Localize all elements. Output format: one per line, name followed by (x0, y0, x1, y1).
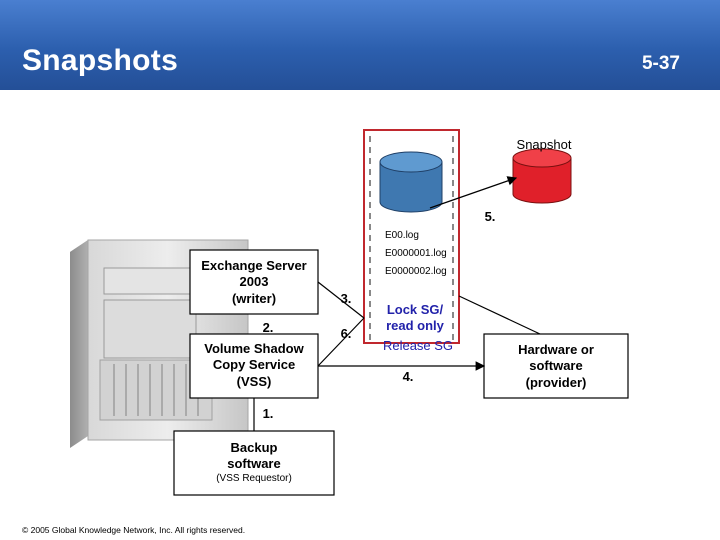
provider-box (483, 333, 629, 399)
release-sg-label: Release SG (382, 338, 454, 353)
exchange-server-line-3: (writer) (231, 290, 277, 306)
vss-line-1: Volume Shadow (204, 341, 304, 356)
backup-line-3: (VSS Requestor) (216, 472, 292, 484)
provider-line-1: Hardware or (518, 342, 594, 357)
vss-line-2: Copy Service (212, 357, 296, 373)
provider-label: Hardware or software (provider) (484, 342, 628, 391)
slide-title: Snapshots (22, 44, 179, 77)
provider-line-2: software (529, 358, 583, 374)
title-bar: Snapshots 5-37 (0, 0, 720, 90)
lock-sg-line-2: read only (386, 318, 444, 334)
database-cylinder-icon (379, 151, 443, 213)
exchange-server-label: Exchange Server 2003 (writer) (190, 258, 318, 307)
backup-software-box (173, 430, 335, 496)
provider-line-3: (provider) (525, 374, 587, 390)
backup-line-2: software (227, 456, 281, 472)
lock-sg-line-1: Lock SG/ (386, 302, 444, 317)
backup-software-label: Backup software (VSS Requestor) (174, 440, 334, 485)
snapshot-cylinder-icon (512, 148, 572, 204)
step-1-label: 1. (262, 406, 274, 421)
storage-group-frame (363, 129, 460, 344)
connector-lock-provider (458, 295, 541, 335)
snapshot-label: Snapshot (516, 137, 572, 152)
vss-line-3: (VSS) (236, 373, 272, 389)
slide-number: 5-37 (641, 53, 680, 74)
step-6-label: 6. (340, 326, 352, 341)
connector-vss-lock (317, 317, 365, 367)
log-file-3: E0000002.log (385, 266, 447, 277)
log-file-2: E0000001.log (385, 248, 447, 259)
backup-line-1: Backup (230, 440, 278, 455)
exchange-server-line-2: 2003 (239, 274, 269, 290)
exchange-server-box (189, 249, 319, 315)
step-5-label: 5. (484, 209, 496, 224)
step-3-label: 3. (340, 291, 352, 306)
step-4-label: 4. (402, 369, 414, 384)
connector-exchange-lock (317, 281, 365, 319)
log-file-1: E00.log (385, 230, 419, 241)
step-2-label: 2. (262, 320, 274, 335)
arrow-step-5 (429, 176, 518, 209)
lock-sg-label: Lock SG/ read only (370, 302, 460, 335)
copyright-footer: © 2005 Global Knowledge Network, Inc. Al… (22, 525, 246, 535)
exchange-server-line-1: Exchange Server (201, 258, 307, 273)
vss-label: Volume Shadow Copy Service (VSS) (190, 341, 318, 390)
